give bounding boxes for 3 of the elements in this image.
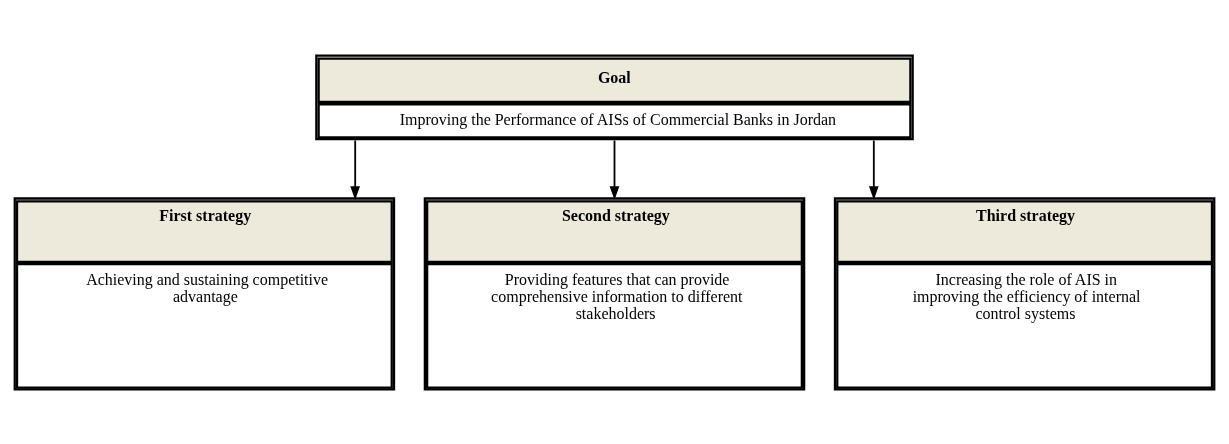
arrow (868, 139, 879, 200)
arrow (350, 139, 361, 200)
arrow (609, 139, 620, 200)
